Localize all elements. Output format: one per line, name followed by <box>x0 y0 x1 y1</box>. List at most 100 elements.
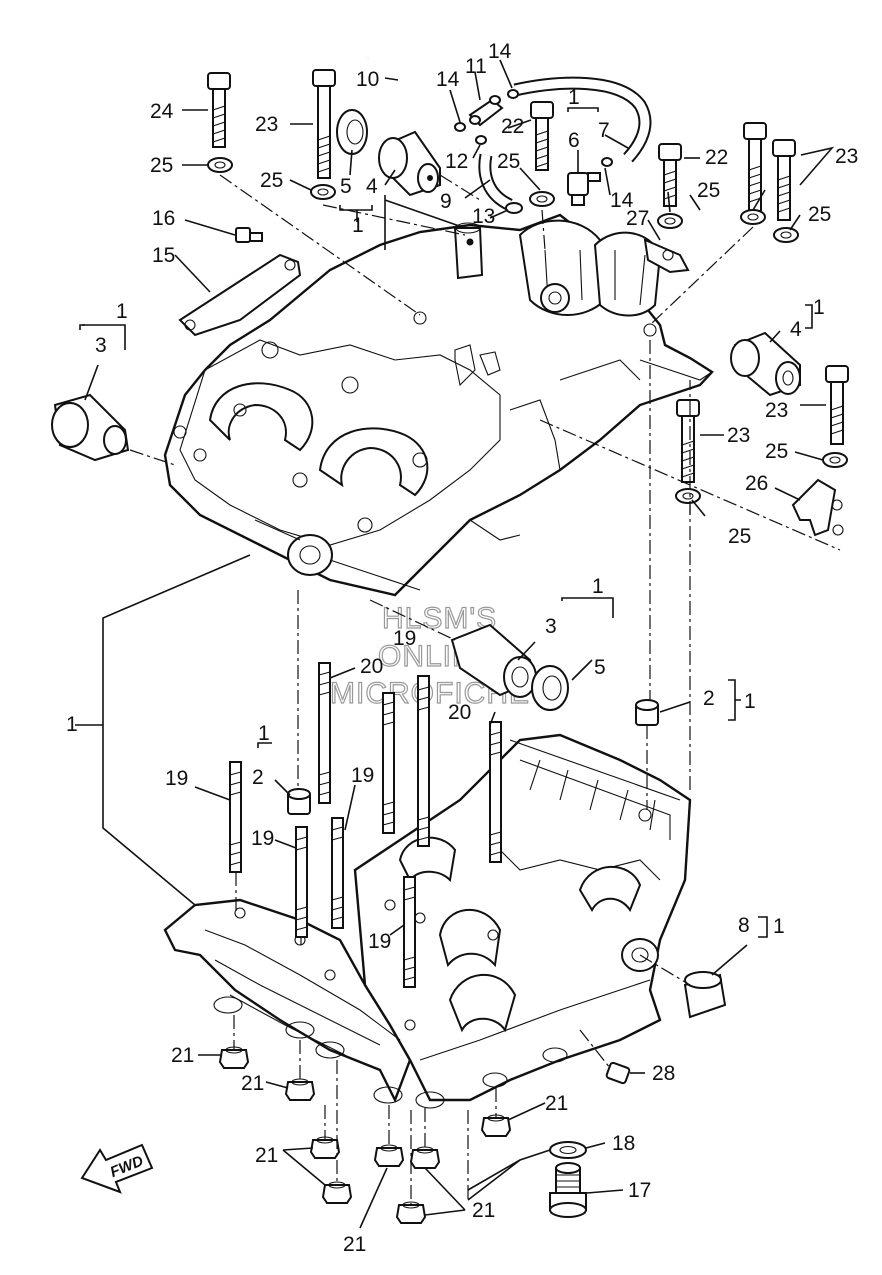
callout-22: 22 <box>501 115 524 138</box>
callout-2: 2 <box>252 766 264 789</box>
callout-21: 21 <box>343 1233 366 1256</box>
callout-9: 9 <box>440 190 452 213</box>
callout-22: 22 <box>705 146 728 169</box>
callout-19: 19 <box>368 930 391 953</box>
callout-1: 1 <box>592 575 604 598</box>
leader-lines <box>75 59 835 1229</box>
bolt-23-c <box>772 139 796 221</box>
callout-17: 17 <box>628 1179 651 1202</box>
callout-3: 3 <box>95 334 107 357</box>
callout-12: 12 <box>445 150 468 173</box>
callout-1: 1 <box>813 296 825 319</box>
callout-19: 19 <box>351 764 374 787</box>
callout-6: 6 <box>568 129 580 152</box>
clip-14-a <box>454 122 466 132</box>
callout-8: 8 <box>738 914 750 937</box>
callout-5: 5 <box>594 656 606 679</box>
bolt-22-b <box>658 143 682 207</box>
callout-21: 21 <box>171 1044 194 1067</box>
callout-1: 1 <box>773 915 785 938</box>
clip-14-c <box>601 157 613 167</box>
plate-15 <box>178 253 302 337</box>
callout-23: 23 <box>727 424 750 447</box>
callout-25: 25 <box>808 203 831 226</box>
nuts-21 <box>218 1046 512 1224</box>
callout-25: 25 <box>497 150 520 173</box>
callout-16: 16 <box>152 207 175 230</box>
upper-crankcase <box>163 213 714 597</box>
assembly-lines <box>129 174 841 1205</box>
callout-18: 18 <box>612 1132 635 1155</box>
bolt-23-d <box>825 365 849 445</box>
callout-14: 14 <box>488 40 512 63</box>
fitting-11 <box>468 95 504 127</box>
callout-21: 21 <box>255 1144 278 1167</box>
screw-16 <box>235 227 263 243</box>
bolt-23-e <box>676 399 700 483</box>
callout-21: 21 <box>241 1072 264 1095</box>
callout-23: 23 <box>835 145 858 168</box>
breather-6 <box>567 172 601 206</box>
forward-arrow-icon: FWD <box>80 1143 154 1194</box>
callout-23: 23 <box>255 113 278 136</box>
callout-5: 5 <box>340 175 352 198</box>
hose-7 <box>513 76 652 163</box>
callout-25: 25 <box>260 169 283 192</box>
oil-seal-5-top <box>336 109 368 155</box>
callout-15: 15 <box>152 244 175 267</box>
callout-14: 14 <box>610 189 634 212</box>
callout-28: 28 <box>652 1062 675 1085</box>
washer-18 <box>549 1141 587 1159</box>
parts <box>51 49 849 1224</box>
washers-25 <box>207 157 848 504</box>
callout-13: 13 <box>472 205 495 228</box>
drain-bolt-17 <box>549 1162 587 1218</box>
callout-1: 1 <box>352 214 364 237</box>
callout-21: 21 <box>545 1092 568 1115</box>
dowel-2-right <box>635 699 659 726</box>
callout-1: 1 <box>116 300 128 323</box>
bolt-22-a <box>530 101 554 171</box>
callout-23: 23 <box>765 399 788 422</box>
callout-1: 1 <box>66 713 78 736</box>
bracket-27 <box>643 238 690 274</box>
callout-19: 19 <box>165 767 188 790</box>
callout-25: 25 <box>765 440 788 463</box>
callout-4: 4 <box>790 318 802 341</box>
callout-1: 1 <box>568 86 580 109</box>
hose-10 <box>366 49 464 153</box>
callout-20: 20 <box>360 655 383 678</box>
bushing-4-top <box>378 130 441 197</box>
oil-seal-5-center <box>531 665 569 711</box>
bracket-26 <box>791 478 844 537</box>
clip-14-b <box>507 89 519 99</box>
lower-crankcase <box>163 733 692 1109</box>
bushing-8 <box>683 971 727 1019</box>
callout-4: 4 <box>366 175 378 198</box>
bushing-4-right <box>730 331 801 397</box>
callout-1: 1 <box>744 690 756 713</box>
callout-19: 19 <box>393 627 416 650</box>
callout-25: 25 <box>728 525 751 548</box>
hose-9 <box>478 153 523 214</box>
callout-11: 11 <box>465 55 487 78</box>
callout-24: 24 <box>150 100 174 123</box>
dowel-2-left <box>287 788 311 815</box>
clip-12 <box>475 135 487 145</box>
callout-25: 25 <box>697 179 720 202</box>
callout-2: 2 <box>703 687 715 710</box>
callout-10: 10 <box>356 68 379 91</box>
callout-1: 1 <box>258 722 270 745</box>
callout-25: 25 <box>150 154 173 177</box>
callout-20: 20 <box>448 701 471 724</box>
callout-27: 27 <box>626 207 649 230</box>
plug-28 <box>605 1061 631 1085</box>
callout-21: 21 <box>472 1199 495 1222</box>
callout-14: 14 <box>436 68 460 91</box>
bolt-23-a <box>312 69 336 179</box>
callout-26: 26 <box>745 472 768 495</box>
bolt-23-b <box>743 122 767 212</box>
callout-19: 19 <box>251 827 274 850</box>
